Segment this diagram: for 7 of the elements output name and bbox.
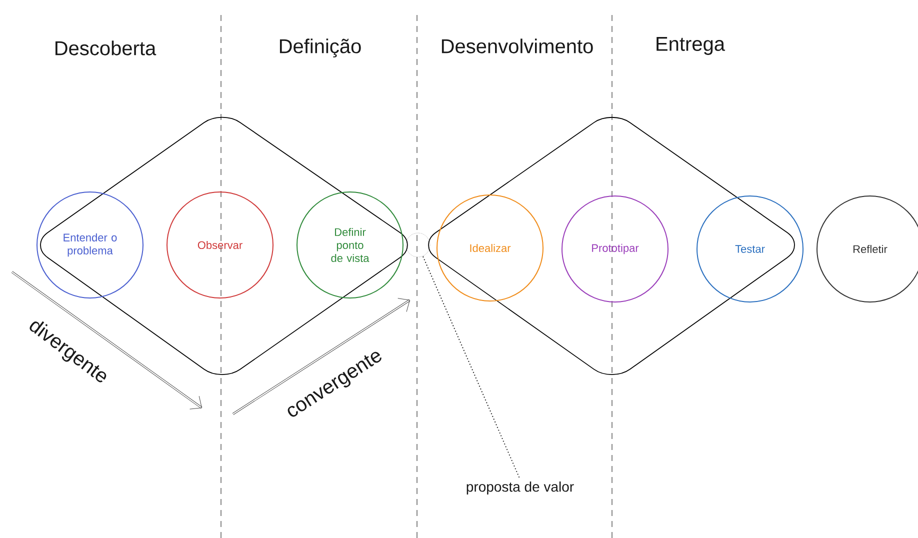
- annotation-text: proposta de valor: [466, 481, 574, 495]
- dotted-circle: [406, 232, 430, 258]
- phase-heading: Entrega: [656, 37, 726, 55]
- phase-heading: Descoberta: [56, 40, 156, 56]
- phase-heading: Desenvolvimento: [442, 38, 593, 54]
- phase-heading: Definição: [280, 38, 361, 58]
- leader-line: [422, 256, 520, 478]
